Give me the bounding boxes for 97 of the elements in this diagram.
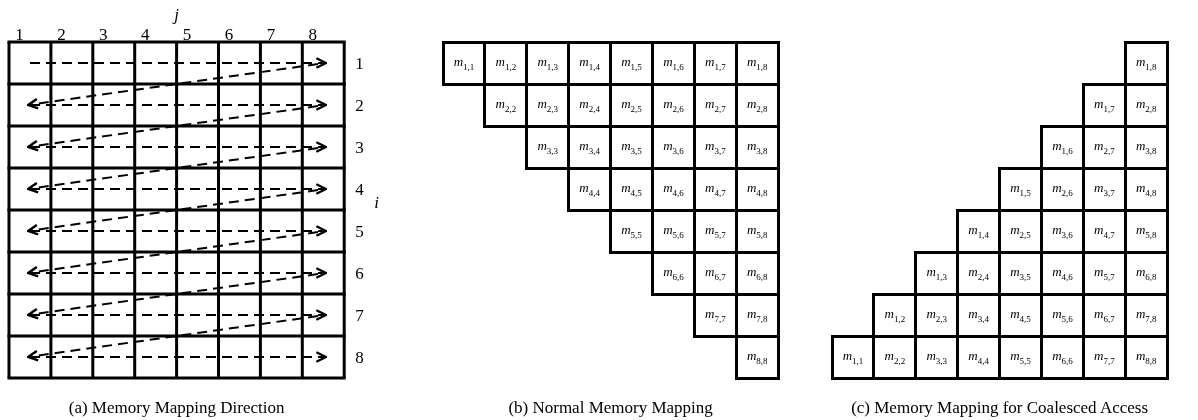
row-index: 2 xyxy=(355,96,364,114)
cell-text: m$_{6,7}$ xyxy=(1094,306,1115,324)
cell-text: m$_{3,3}$ xyxy=(537,138,559,156)
matrix-cell xyxy=(998,166,1043,212)
column-index: 3 xyxy=(99,25,108,43)
cell-text: m$_{2,4}$ xyxy=(968,264,989,282)
cell-text: m$_{4,6}$ xyxy=(663,180,684,198)
column-index: 5 xyxy=(182,25,192,43)
row-index: 4 xyxy=(355,180,364,198)
cell-text: m$_{4,5}$ xyxy=(621,180,642,198)
cell-text: m$_{6,6}$ xyxy=(1052,348,1073,366)
column-index: 1 xyxy=(15,25,24,43)
cell-text: m$_{6,8}$ xyxy=(746,264,768,282)
cell-text: m$_{1,2}$ xyxy=(884,306,906,324)
caption: (b) Normal Memory Mapping xyxy=(508,398,713,416)
matrix-cell xyxy=(1123,40,1169,86)
cell-text: m$_{2,5}$ xyxy=(621,96,642,114)
cell-text: m$_{1,7}$ xyxy=(705,54,726,72)
column-index: 4 xyxy=(140,25,150,43)
column-index: 8 xyxy=(308,25,317,43)
cell-text: m$_{3,4}$ xyxy=(579,138,600,156)
row-index: 5 xyxy=(355,222,364,240)
cell-text: m$_{4,4}$ xyxy=(968,348,989,366)
cell-text: m$_{5,5}$ xyxy=(621,222,642,240)
column-index: 7 xyxy=(266,25,276,43)
cell-text: m$_{4,8}$ xyxy=(746,180,768,198)
cell-text: m$_{1,1}$ xyxy=(453,54,475,72)
cell-text: m$_{1,8}$ xyxy=(1135,54,1157,72)
cell-text: m$_{3,5}$ xyxy=(621,138,642,156)
cell-text: m$_{1,7}$ xyxy=(1094,96,1115,114)
cell-text: m$_{6,6}$ xyxy=(663,264,684,282)
cell-text: m$_{2,2}$ xyxy=(884,348,906,366)
cell-text: m$_{1,6}$ xyxy=(1052,138,1073,156)
cell-text: m$_{1,4}$ xyxy=(579,54,600,72)
cell-text: m$_{1,3}$ xyxy=(537,54,559,72)
cell-text: m$_{1,3}$ xyxy=(926,264,948,282)
cell-text: m$_{3,7}$ xyxy=(1094,180,1115,198)
cell-text: m$_{5,5}$ xyxy=(1010,348,1031,366)
cell-text: m$_{5,8}$ xyxy=(1135,222,1157,240)
cell-text: m$_{2,8}$ xyxy=(746,96,768,114)
column-index: 2 xyxy=(57,25,66,43)
cell-text: m$_{2,7}$ xyxy=(705,96,726,114)
cell-text: m$_{2,2}$ xyxy=(495,96,517,114)
cell-text: m$_{3,4}$ xyxy=(968,306,989,324)
axis-label: i xyxy=(374,193,379,211)
cell-text: m$_{4,8}$ xyxy=(1135,180,1157,198)
cell-text: m$_{3,7}$ xyxy=(705,138,726,156)
row-index: 1 xyxy=(355,54,364,72)
matrix-cell xyxy=(1081,82,1127,128)
column-index: 6 xyxy=(224,25,234,43)
cell-text: m$_{7,8}$ xyxy=(746,306,768,324)
cell-text: m$_{2,7}$ xyxy=(1094,138,1115,156)
cell-text: m$_{1,5}$ xyxy=(621,54,642,72)
cell-text: m$_{2,6}$ xyxy=(1052,180,1073,198)
cell-text: m$_{4,5}$ xyxy=(1010,306,1031,324)
cell-text: m$_{2,8}$ xyxy=(1135,96,1157,114)
caption: (c) Memory Mapping for Coalesced Access xyxy=(851,398,1149,416)
cell-text: m$_{7,7}$ xyxy=(1094,348,1115,366)
cell-text: m$_{3,8}$ xyxy=(746,138,768,156)
cell-text: m$_{1,8}$ xyxy=(746,54,768,72)
cell-text: m$_{5,6}$ xyxy=(663,222,684,240)
cell-text: m$_{4,7}$ xyxy=(705,180,726,198)
cell-text: m$_{5,8}$ xyxy=(746,222,768,240)
cell-text: m$_{3,5}$ xyxy=(1010,264,1031,282)
cell-text: m$_{8,8}$ xyxy=(1135,348,1157,366)
cell-text: m$_{5,7}$ xyxy=(1094,264,1115,282)
cell-text: m$_{3,6}$ xyxy=(663,138,684,156)
cell-text: m$_{4,7}$ xyxy=(1094,222,1115,240)
cell-text: m$_{2,6}$ xyxy=(663,96,684,114)
cell-text: m$_{1,2}$ xyxy=(495,54,517,72)
axis-label: j xyxy=(174,5,179,23)
cell-text: m$_{4,6}$ xyxy=(1052,264,1073,282)
cell-text: m$_{2,3}$ xyxy=(926,306,948,324)
matrix-cell xyxy=(1040,124,1085,170)
cell-text: m$_{3,3}$ xyxy=(926,348,948,366)
cell-text: m$_{1,5}$ xyxy=(1010,180,1031,198)
cell-text: m$_{1,4}$ xyxy=(968,222,989,240)
cell-text: m$_{6,8}$ xyxy=(1135,264,1157,282)
cell-text: m$_{3,6}$ xyxy=(1052,222,1073,240)
caption: (a) Memory Mapping Direction xyxy=(68,398,285,416)
cell-text: m$_{2,4}$ xyxy=(579,96,600,114)
cell-text: m$_{8,8}$ xyxy=(746,348,768,366)
row-index: 8 xyxy=(355,348,364,366)
cell-text: m$_{3,8}$ xyxy=(1135,138,1157,156)
cell-text: m$_{6,7}$ xyxy=(705,264,726,282)
cell-text: m$_{5,7}$ xyxy=(705,222,726,240)
cell-text: m$_{5,6}$ xyxy=(1052,306,1073,324)
cell-text: m$_{1,1}$ xyxy=(842,348,864,366)
cell-text: m$_{7,8}$ xyxy=(1135,306,1157,324)
cell-text: m$_{2,5}$ xyxy=(1010,222,1031,240)
cell-text: m$_{2,3}$ xyxy=(537,96,559,114)
cell-text: m$_{1,6}$ xyxy=(663,54,684,72)
row-index: 3 xyxy=(355,138,364,156)
row-index: 6 xyxy=(355,264,364,282)
row-index: 7 xyxy=(355,306,364,324)
cell-text: m$_{4,4}$ xyxy=(579,180,600,198)
cell-text: m$_{7,7}$ xyxy=(705,306,726,324)
